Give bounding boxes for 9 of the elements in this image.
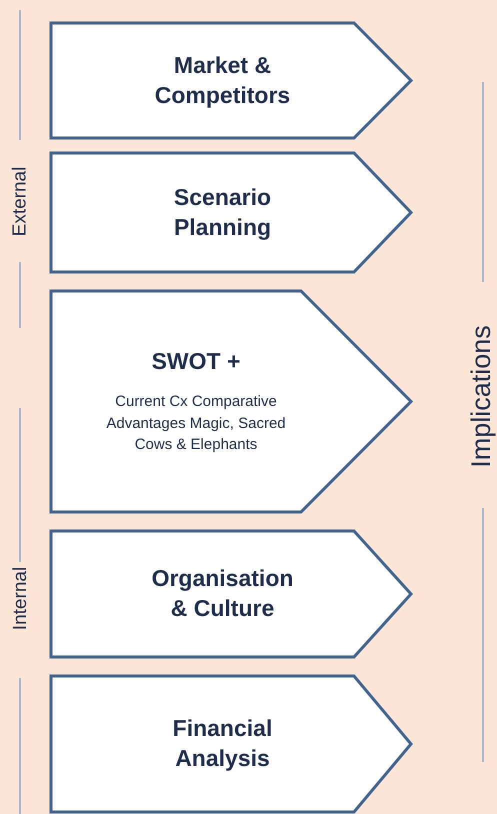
side-label: Internal [10, 566, 30, 630]
step-title: Scenario Planning [172, 182, 272, 242]
step-title: Market & Competitors [154, 50, 292, 110]
side-label: External [10, 166, 30, 236]
step-title: Organisation & Culture [150, 564, 294, 623]
step-title: Financial Analysis [172, 714, 274, 773]
step-title: SWOT + [150, 346, 242, 376]
side-label: Implications [467, 324, 494, 468]
step-description: Current Cx Comparative Advantages Magic, Sacred Cows & Elephants [105, 392, 287, 456]
